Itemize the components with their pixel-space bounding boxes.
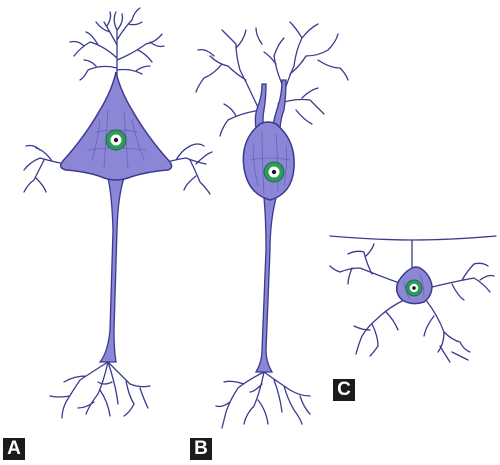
neuron-a-axon <box>98 177 125 363</box>
neuron-b-cell-body <box>242 121 295 201</box>
neuron-a-basal-dendrites-right <box>157 143 213 195</box>
neuron-a-nucleus <box>105 129 127 151</box>
neuron-a <box>23 7 213 419</box>
panel-label-c: C <box>333 379 355 401</box>
neuron-b-axon <box>254 197 277 373</box>
neuron-c-right-dendrites <box>427 262 495 301</box>
neuron-a-axon-terminals <box>49 361 151 419</box>
neuron-a-cell-body <box>59 71 173 181</box>
neuron-b-nucleus <box>263 161 285 183</box>
neuron-b-dendrite-trunk-right <box>271 79 287 133</box>
neuron-c-left-dendrites <box>329 243 403 285</box>
neuron-c-lower-right-dendrites <box>423 299 471 363</box>
neuron-c-upper-processes <box>329 235 497 271</box>
neuron-b-striations <box>249 131 291 195</box>
neuron-b-axon-terminals <box>215 371 311 429</box>
neuron-b-dendrite-trunk-left <box>254 83 267 131</box>
neuron-a-basal-dendrites-left <box>23 144 71 193</box>
neuron-c-lower-left-dendrites <box>353 299 405 357</box>
neuron-b-dendrites-left <box>195 29 263 137</box>
panel-label-b: B <box>190 438 212 460</box>
panel-label-a: A <box>3 438 25 460</box>
neuron-c <box>329 235 497 363</box>
neuron-b-dendrites-right <box>255 21 349 125</box>
neuron-b <box>195 21 349 429</box>
neuron-c-nucleus <box>405 279 423 297</box>
neuron-a-apical-dendrites <box>69 7 165 81</box>
